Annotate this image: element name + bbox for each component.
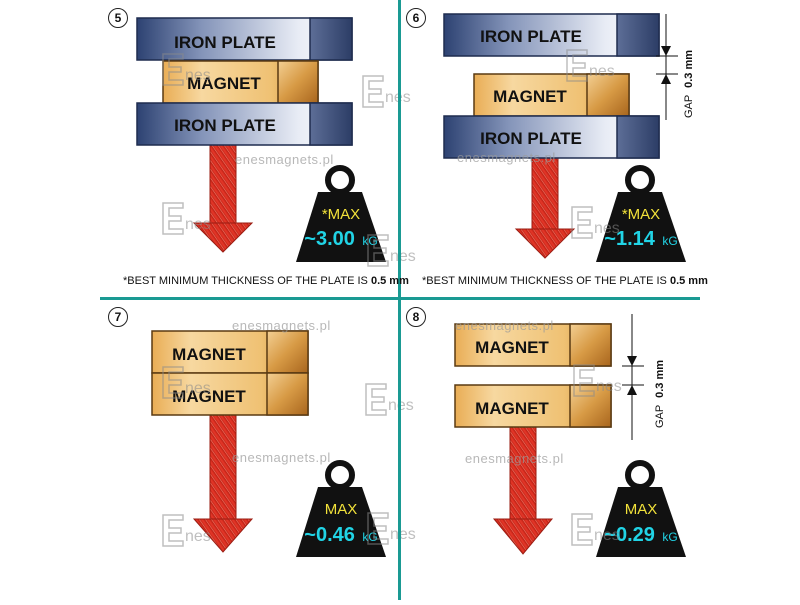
panel-8-magnet-bottom-label: MAGNET — [475, 399, 549, 418]
panel-8-force-value: ~0.29 kG — [604, 524, 677, 546]
url-watermark: enesmagnets.pl — [235, 152, 334, 167]
logo-watermark: nes — [162, 514, 211, 547]
panel-6-iron-plate-top-label: IRON PLATE — [480, 27, 582, 46]
panel-8-number: 8 — [406, 307, 426, 327]
panel-8-gap-indicator: GAP 0.3 mm — [622, 314, 666, 440]
panel-7-max-label: MAX — [325, 501, 358, 518]
logo-watermark: nes — [362, 75, 411, 108]
svg-text:nes: nes — [185, 216, 211, 233]
panel-6-weight-icon: *MAX ~1.14 kG — [596, 165, 686, 262]
panel-6-gap-indicator: GAP 0.3 mm — [656, 14, 695, 120]
panel-6-iron-plate-top: IRON PLATE — [443, 13, 660, 57]
panel-8-magnet-bottom: MAGNET — [454, 384, 612, 428]
panel-5-footnote-text: *BEST MINIMUM THICKNESS OF THE PLATE IS — [123, 275, 371, 287]
panel-7-diagram: MAGNET MAGNET MAX ~0.46 kG — [151, 330, 386, 557]
url-watermark: enesmagnets.pl — [457, 150, 556, 165]
logo-watermark: nes — [162, 366, 211, 399]
panel-5-iron-plate-bottom: IRON PLATE — [136, 102, 353, 146]
panel-6-force-value: ~1.14 kG — [604, 228, 677, 250]
panel-6-number: 6 — [406, 8, 426, 28]
panel-6-footnote: *BEST MINIMUM THICKNESS OF THE PLATE IS … — [422, 275, 708, 287]
svg-text:nes: nes — [185, 380, 211, 397]
panel-5-max-label: *MAX — [322, 206, 360, 223]
panel-8-arrow — [492, 424, 554, 555]
panel-5-diagram: IRON PLATE MAGNET IRON PLATE *MAX ~3.00 … — [136, 17, 386, 262]
panel-6-footnote-value: 0.5 mm — [669, 275, 708, 287]
logo-watermark: nes — [573, 364, 622, 397]
panel-8-gap-label: GAP 0.3 mm — [654, 360, 666, 428]
svg-text:nes: nes — [185, 528, 211, 545]
panel-5-iron-plate-top: IRON PLATE — [136, 17, 353, 61]
panel-6-footnote-text: *BEST MINIMUM THICKNESS OF THE PLATE IS — [422, 275, 670, 287]
panel-5-iron-plate-bottom-label: IRON PLATE — [174, 116, 276, 135]
url-watermark: enesmagnets.pl — [455, 318, 554, 333]
panel-5-number: 5 — [108, 8, 128, 28]
logo-watermark: nes — [367, 512, 416, 545]
logo-watermark: nes — [162, 53, 211, 86]
panel-5-arrow — [192, 142, 254, 253]
panel-5-iron-plate-top-label: IRON PLATE — [174, 33, 276, 52]
svg-text:nes: nes — [390, 526, 416, 543]
panel-6-arrow — [514, 154, 576, 259]
panel-8-max-label: MAX — [625, 501, 658, 518]
svg-text:nes: nes — [594, 527, 620, 544]
panel-7-magnet-top: MAGNET — [151, 330, 309, 374]
logo-watermark: nes — [367, 234, 416, 267]
svg-text:nes: nes — [596, 378, 622, 395]
panel-8-diagram: MAGNET MAGNET GAP 0.3 mm — [454, 314, 686, 557]
panel-5-weight-icon: *MAX ~3.00 kG — [296, 165, 386, 262]
panel-5-footnote: *BEST MINIMUM THICKNESS OF THE PLATE IS … — [123, 275, 409, 287]
svg-text:nes: nes — [385, 89, 411, 106]
vertical-divider — [398, 0, 401, 600]
panel-6-diagram: IRON PLATE MAGNET IRON PLATE GAP — [443, 13, 695, 262]
panel-8-weight-icon: MAX ~0.29 kG — [596, 460, 686, 557]
logo-watermark: nes — [162, 202, 211, 235]
svg-text:nes: nes — [594, 220, 620, 237]
logo-watermark: nes — [571, 206, 620, 239]
panel-8-magnet-top: MAGNET — [454, 323, 612, 367]
panel-7-weight-icon: MAX ~0.46 kG — [296, 460, 386, 557]
panel-6-magnet: MAGNET — [473, 73, 630, 117]
panel-8-magnet-top-label: MAGNET — [475, 338, 549, 357]
logo-watermark: nes — [566, 49, 615, 82]
svg-text:nes: nes — [589, 63, 615, 80]
svg-text:nes: nes — [390, 248, 416, 265]
panel-6-iron-plate-bottom-label: IRON PLATE — [480, 129, 582, 148]
url-watermark: enesmagnets.pl — [232, 318, 331, 333]
logo-watermark: nes — [571, 513, 620, 546]
panel-5-magnet: MAGNET — [162, 60, 319, 104]
watermark-logos: nes nes nes nes nes nes — [162, 49, 622, 547]
panel-6-gap-label: GAP 0.3 mm — [683, 50, 695, 118]
panel-7-number: 7 — [108, 307, 128, 327]
url-watermark: enesmagnets.pl — [232, 450, 331, 465]
panel-6-iron-plate-bottom: IRON PLATE — [443, 115, 660, 159]
panel-6-max-label: *MAX — [622, 206, 660, 223]
url-watermark: enesmagnets.pl — [465, 451, 564, 466]
panel-7-magnet-top-label: MAGNET — [172, 345, 246, 364]
panel-7-arrow — [192, 412, 254, 553]
logo-watermark: nes — [365, 383, 414, 416]
svg-text:nes: nes — [185, 67, 211, 84]
panel-6-magnet-label: MAGNET — [493, 87, 567, 106]
panel-5-magnet-label: MAGNET — [187, 74, 261, 93]
horizontal-divider — [100, 297, 700, 300]
panel-7-magnet-bottom-label: MAGNET — [172, 387, 246, 406]
panel-5-footnote-value: 0.5 mm — [370, 275, 409, 287]
